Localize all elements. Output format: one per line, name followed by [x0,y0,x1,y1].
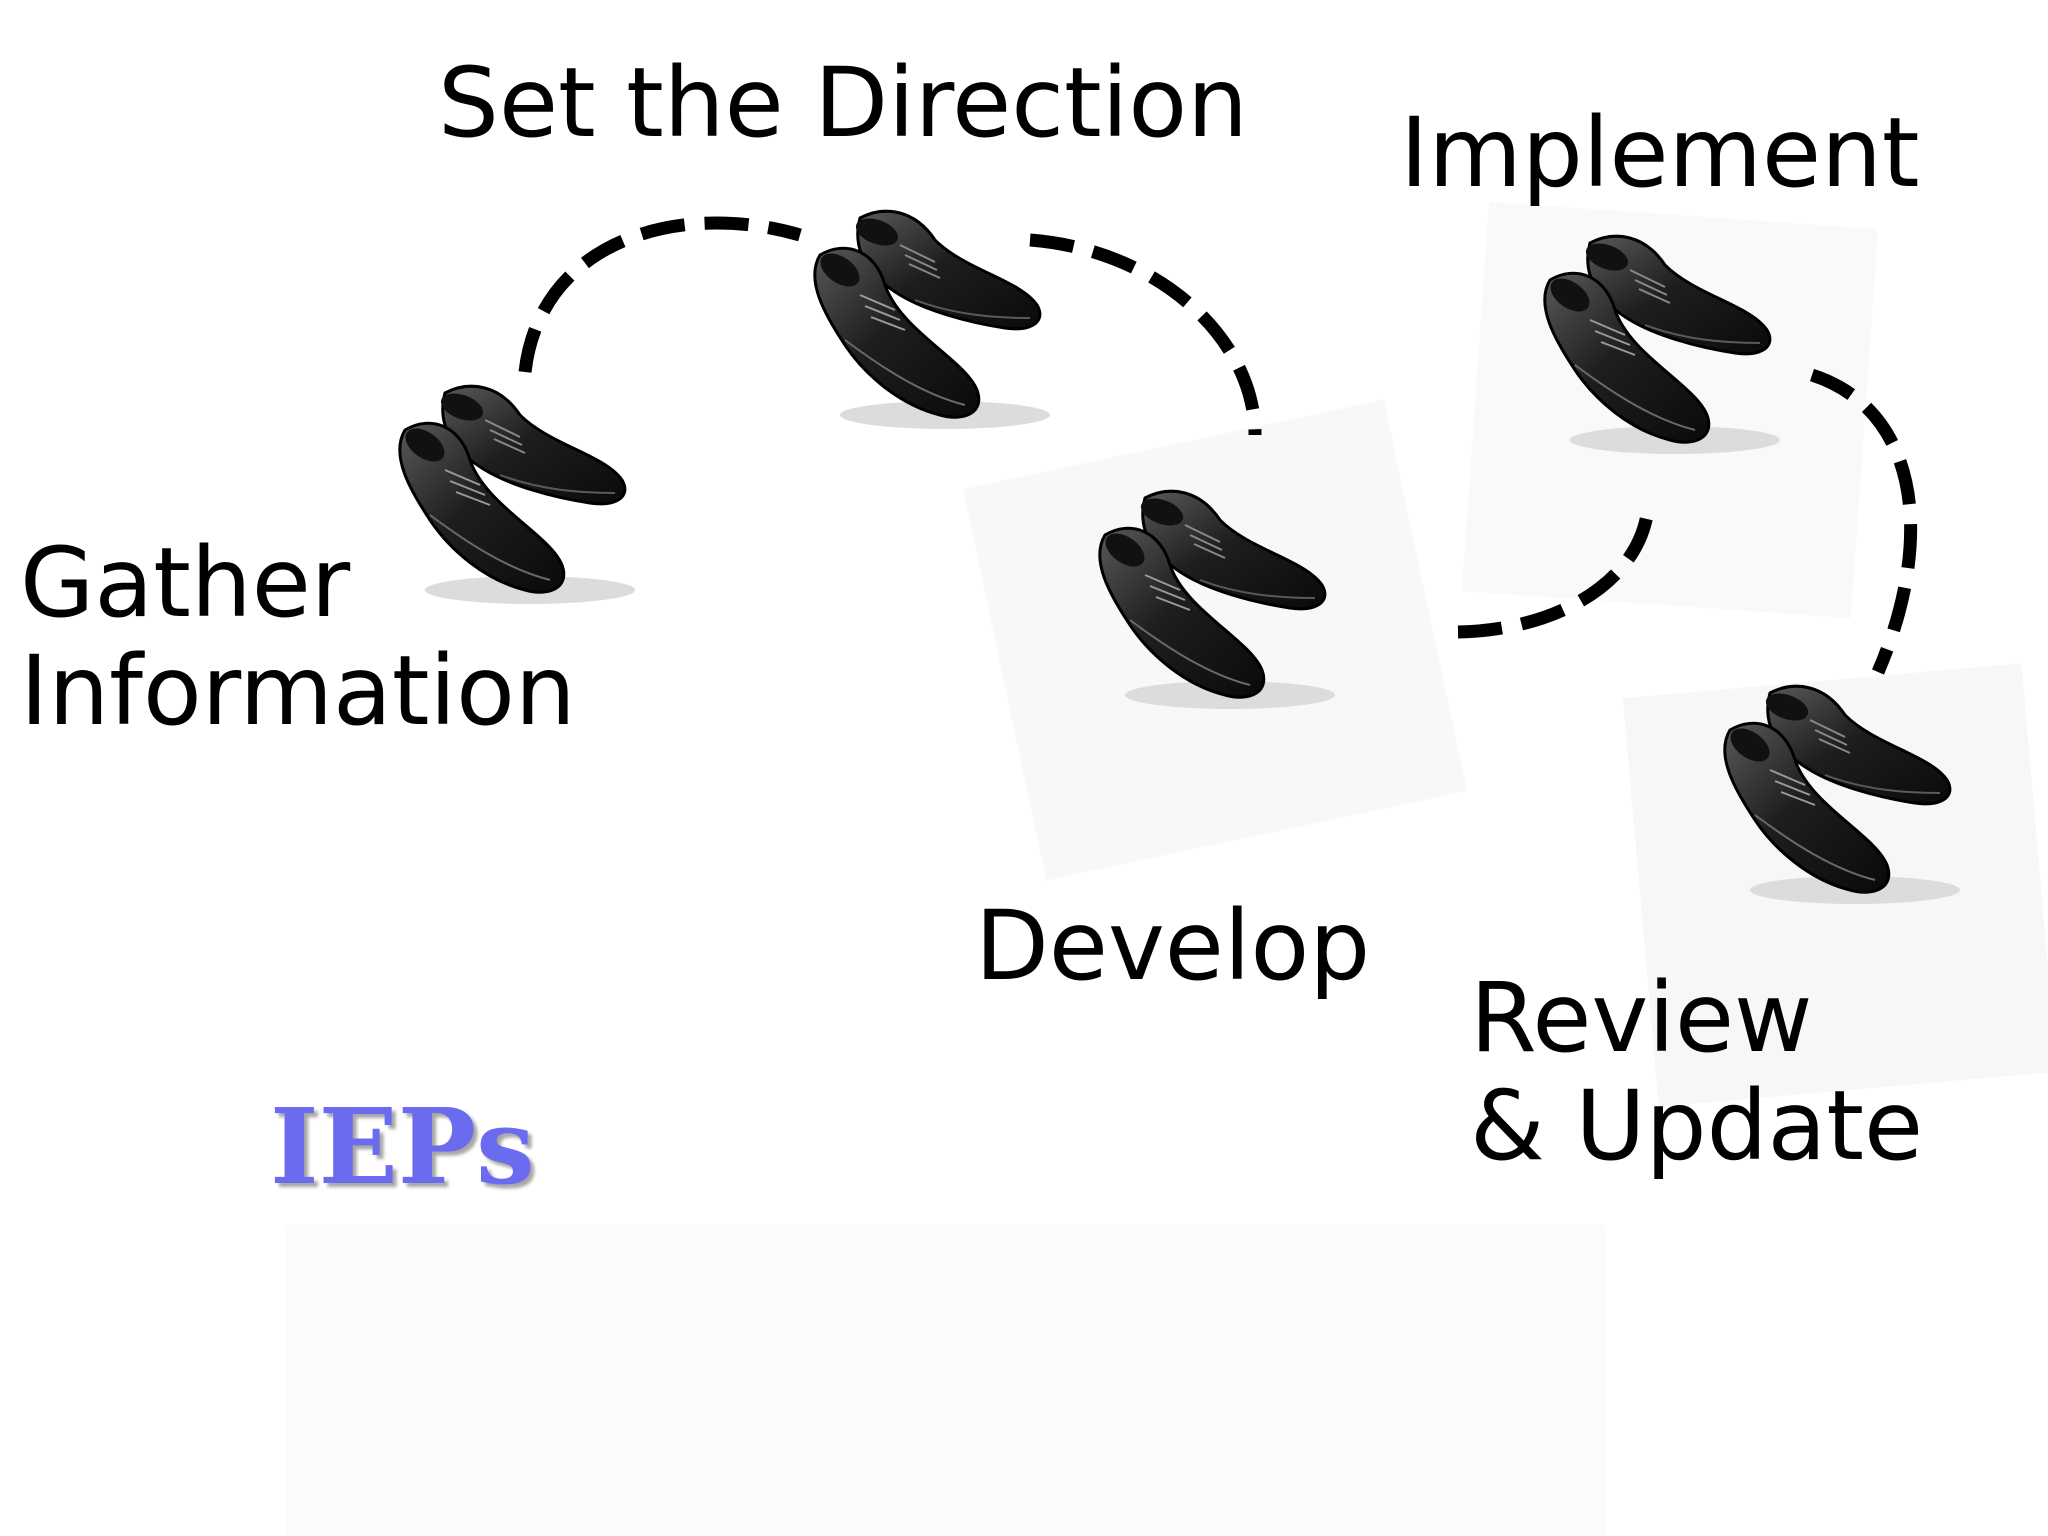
shoes-icon [1535,225,1785,465]
connector-implement-to-review [1809,368,1917,675]
step-label-develop: Develop [975,890,1371,1002]
connector-develop-to-implement [1457,507,1655,639]
connector-gather-to-direction [518,216,802,373]
connector-direction-to-develop [1029,233,1262,436]
shoes-icon [1090,480,1340,720]
step-label-line: Review [1470,962,1813,1074]
step-label-line: & Update [1470,1069,1924,1182]
shoes-icon [1715,675,1965,915]
shoes-icon [805,200,1055,440]
step-label-gather-information: Gather Information [20,527,576,747]
step-label-implement: Implement [1400,97,1920,209]
shoes-icon [390,375,640,615]
photo-background [285,1225,1605,1536]
step-label-line: Develop [975,890,1371,1002]
step-label-review-update: Review & Update [1470,962,1924,1182]
step-label-line: Information [20,634,576,747]
step-label-line: Gather [20,527,351,639]
diagram-title: IEPs [270,1085,535,1208]
step-label-set-the-direction: Set the Direction [438,47,1248,159]
step-label-line: Set the Direction [438,47,1248,159]
step-label-line: Implement [1400,97,1920,209]
